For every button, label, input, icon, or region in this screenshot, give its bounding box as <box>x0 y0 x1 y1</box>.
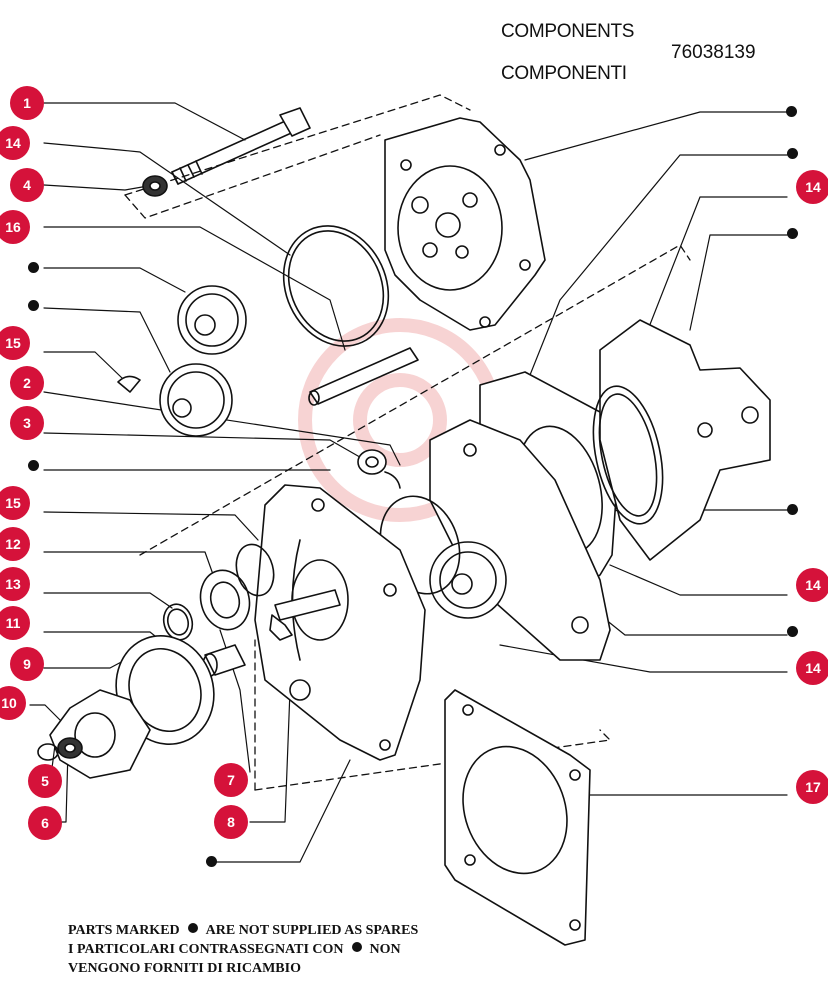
key-part <box>117 375 141 393</box>
title-componenti: COMPONENTI <box>501 63 627 84</box>
not-supplied-dot <box>787 228 798 239</box>
callout-14-left: 14 <box>0 126 30 160</box>
callout-7: 7 <box>214 763 248 797</box>
callout-6: 6 <box>28 806 62 840</box>
callout-10: 10 <box>0 686 26 720</box>
seal-15 <box>235 543 275 597</box>
not-supplied-dot <box>28 460 39 471</box>
spares-note: PARTS MARKED ARE NOT SUPPLIED AS SPARES I… <box>68 921 418 978</box>
callout-9: 9 <box>10 647 44 681</box>
drive-shaft <box>269 589 341 641</box>
not-supplied-dot <box>28 300 39 311</box>
part-number: 76038139 <box>671 42 756 63</box>
pin-part <box>308 347 419 406</box>
callout-15-upper: 15 <box>0 326 30 360</box>
note-dot-icon <box>187 923 198 933</box>
washer-part <box>37 737 83 761</box>
note-line1-b: ARE NOT SUPPLIED AS SPARES <box>205 923 419 938</box>
not-supplied-dot <box>786 106 797 117</box>
not-supplied-dot <box>28 262 39 273</box>
note-line2-b: NON <box>369 942 401 957</box>
callout-11: 11 <box>0 606 30 640</box>
note-line2-a: I PARTICOLARI CONTRASSEGNATI CON <box>68 942 344 957</box>
nut-part <box>142 175 168 197</box>
not-supplied-dot <box>206 856 217 867</box>
note-line1-a: PARTS MARKED <box>68 923 180 938</box>
note-dot-icon <box>351 942 362 952</box>
callout-14-right-2: 14 <box>796 568 828 602</box>
bolt-part <box>171 107 311 185</box>
callout-14-right-3: 14 <box>796 651 828 685</box>
callout-4: 4 <box>10 168 44 202</box>
callout-14-right-1: 14 <box>796 170 828 204</box>
callout-15-lower: 15 <box>0 486 30 520</box>
rear-bracket <box>592 319 771 561</box>
callout-16: 16 <box>0 210 30 244</box>
bushing-7 <box>202 644 246 677</box>
callout-17: 17 <box>796 770 828 804</box>
title-components: COMPONENTS <box>501 21 635 42</box>
not-supplied-dot <box>787 504 798 515</box>
callout-12: 12 <box>0 527 30 561</box>
not-supplied-dot <box>787 626 798 637</box>
callout-1: 1 <box>10 86 44 120</box>
callout-5: 5 <box>28 764 62 798</box>
callout-2: 2 <box>10 366 44 400</box>
top-cover-plate <box>384 117 546 331</box>
gear-top <box>177 285 247 355</box>
callout-13: 13 <box>0 567 30 601</box>
dashed-outlines <box>124 94 691 791</box>
gear-left <box>159 363 233 437</box>
note-line3: VENGONO FORNITI DI RICAMBIO <box>68 961 301 976</box>
callout-3: 3 <box>10 406 44 440</box>
seal-13 <box>162 603 194 641</box>
callout-8: 8 <box>214 805 248 839</box>
seal-12 <box>199 569 251 631</box>
gasket-17 <box>444 689 591 946</box>
small-nut <box>357 449 401 489</box>
oring-top <box>282 225 390 347</box>
not-supplied-dot <box>787 148 798 159</box>
